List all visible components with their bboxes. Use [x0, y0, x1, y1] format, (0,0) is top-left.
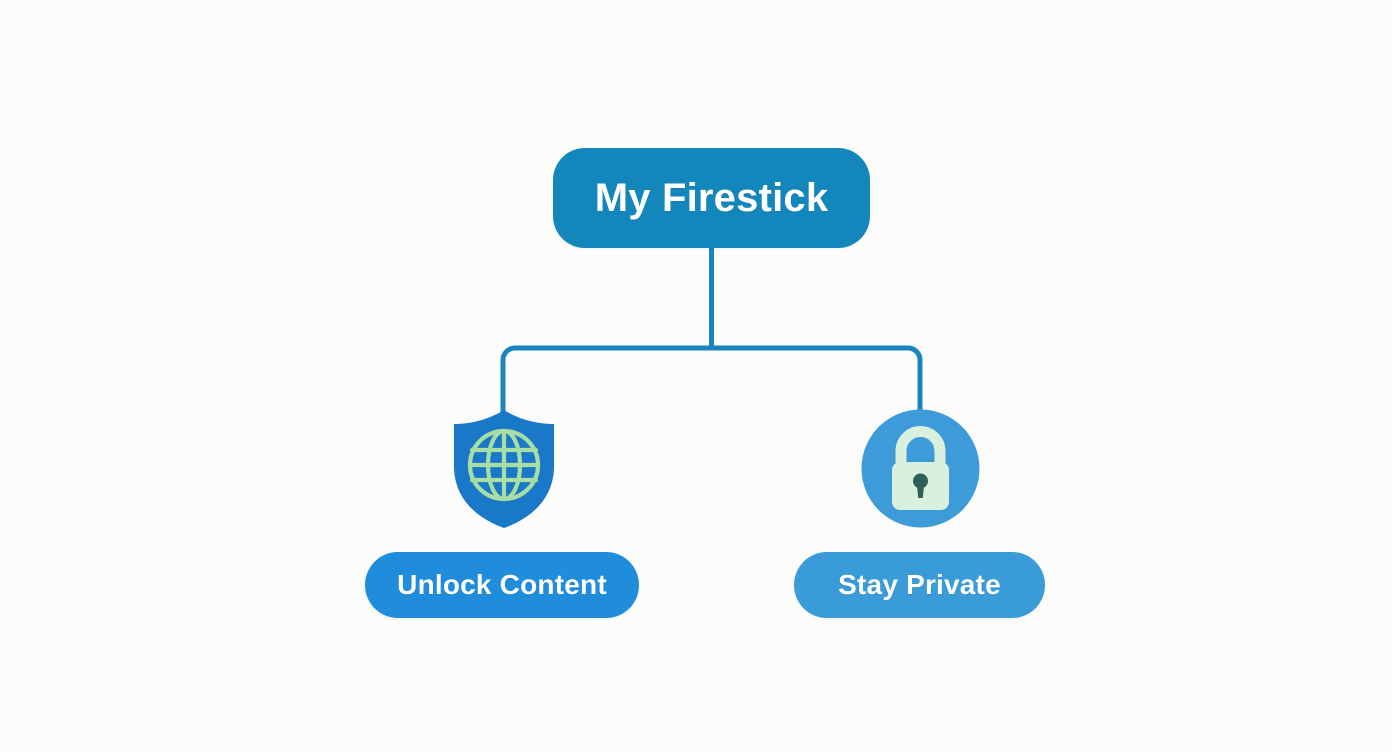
- branch-button-stay-private-label: Stay Private: [838, 569, 1001, 600]
- root-node-label: My Firestick: [594, 176, 829, 220]
- connector-right-branch: [709, 345, 923, 415]
- lock-circle-icon[interactable]: [861, 409, 980, 528]
- branch-button-unlock-content[interactable]: Unlock Content: [365, 552, 639, 618]
- globe-glyph: [467, 428, 541, 502]
- root-node-my-firestick[interactable]: My Firestick: [553, 148, 870, 248]
- shield-globe-icon[interactable]: [448, 408, 560, 530]
- branch-button-unlock-content-label: Unlock Content: [397, 569, 607, 600]
- lock-shackle: [895, 426, 946, 466]
- lock-keyhole: [913, 473, 928, 498]
- branch-button-stay-private[interactable]: Stay Private: [794, 552, 1045, 618]
- connector-left-branch: [500, 345, 714, 417]
